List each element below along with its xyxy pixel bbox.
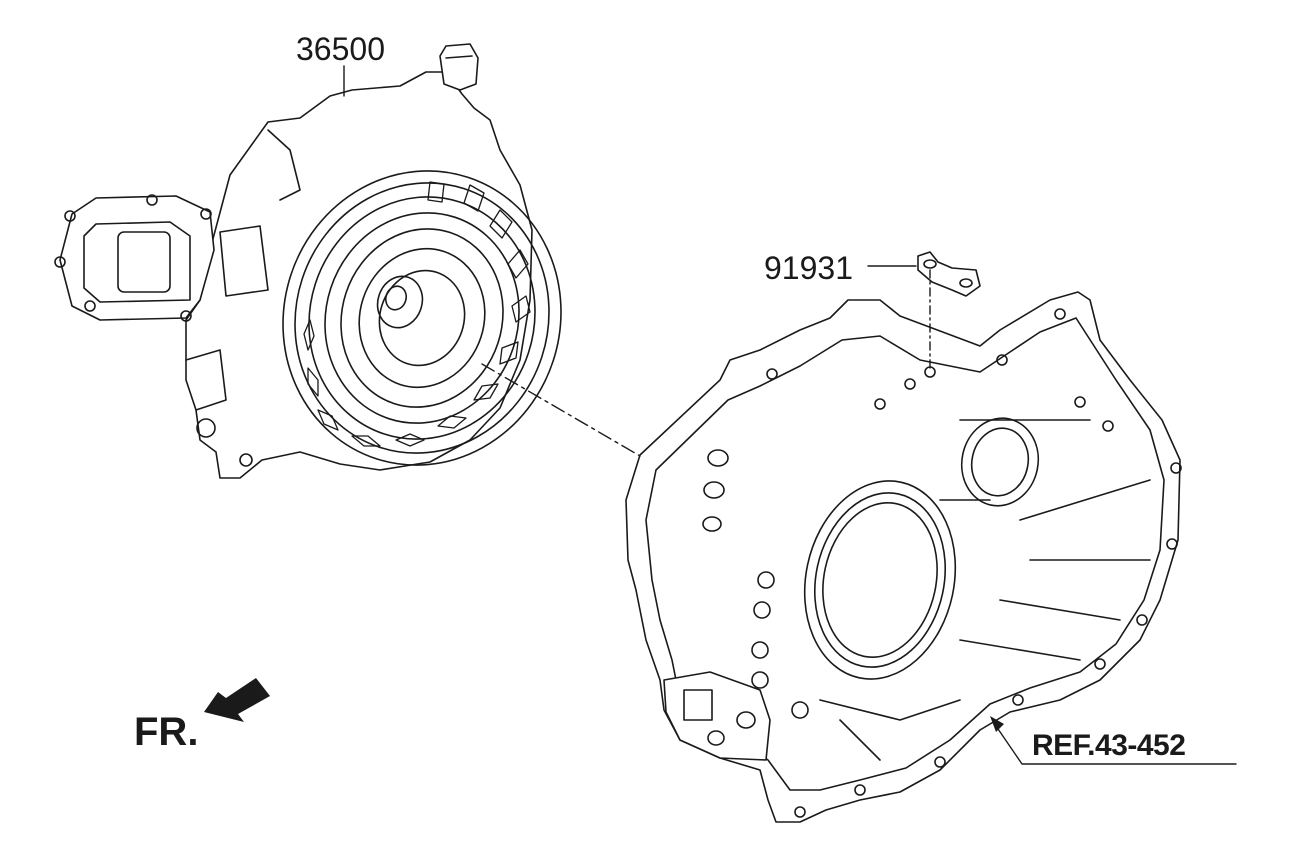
leader-ref [995, 725, 1237, 765]
motor-assembly [54, 43, 562, 479]
transmission-housing [625, 291, 1182, 823]
reference-label: REF.43-452 [1032, 729, 1186, 762]
ref-arrowhead [990, 716, 1004, 732]
front-indicator-label: FR. [134, 710, 199, 754]
part-label-36500: 36500 [296, 31, 385, 67]
bracket [917, 251, 981, 297]
front-arrow-icon [204, 678, 270, 722]
leader-lines [343, 65, 1237, 765]
part-label-91931: 91931 [764, 250, 853, 286]
assembly-centerline-motor [481, 363, 641, 457]
